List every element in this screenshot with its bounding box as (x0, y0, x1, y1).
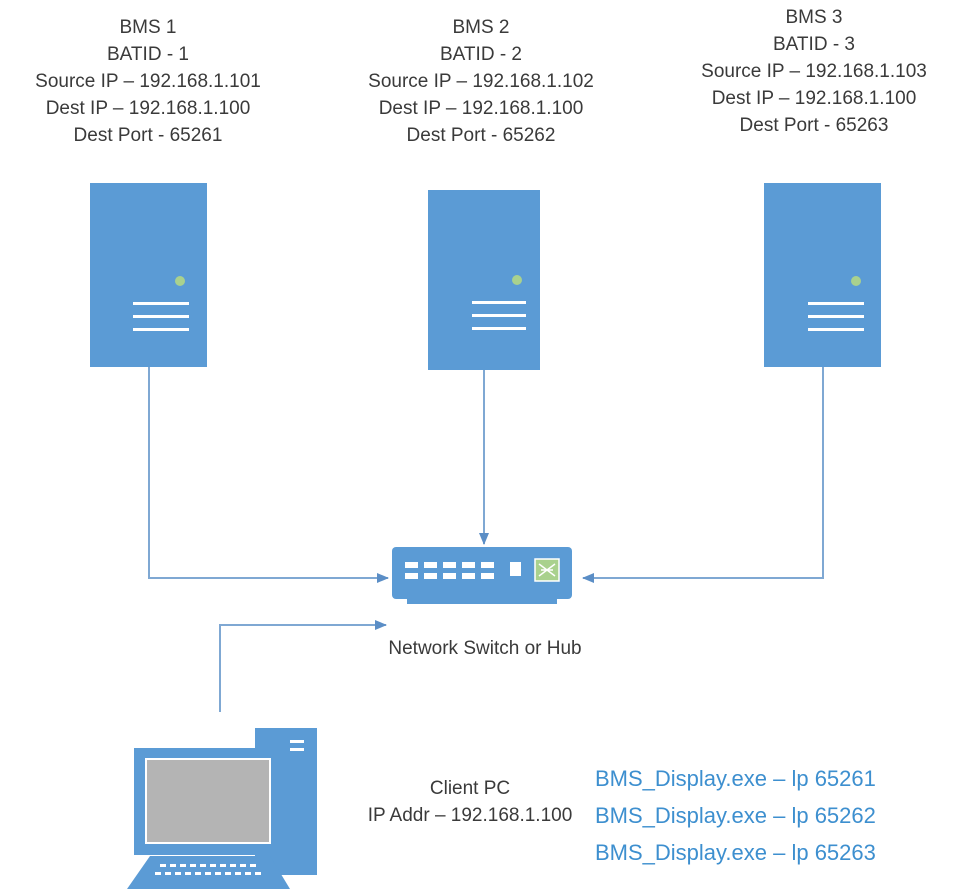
network-switch-icon (392, 547, 572, 604)
app-instance: BMS_Display.exe – lp 65262 (595, 803, 876, 828)
server-icon-bms2 (428, 190, 540, 370)
switch-label: Network Switch or Hub (330, 635, 640, 662)
app-instance: BMS_Display.exe – lp 65261 (595, 766, 876, 791)
server-source-ip: Source IP – 192.168.1.103 (701, 61, 927, 82)
client-pc-ip: IP Addr – 192.168.1.100 (367, 805, 573, 826)
server-label-bms3: BMS 3 BATID - 3 Source IP – 192.168.1.10… (666, 4, 962, 139)
client-pc-name: Client PC (429, 778, 511, 799)
switch-label-text: Network Switch or Hub (388, 638, 582, 659)
server-name: BMS 3 (785, 7, 843, 28)
link-client-to-switch (219, 620, 387, 712)
server-icon-bms1 (90, 183, 207, 367)
server-dest-port: Dest Port - 65261 (73, 125, 223, 146)
server-icon-bms3 (764, 183, 881, 367)
server-dest-ip: Dest IP – 192.168.1.100 (711, 88, 917, 109)
client-pc-icon (127, 728, 317, 889)
server-label-bms2: BMS 2 BATID - 2 Source IP – 192.168.1.10… (333, 14, 629, 149)
link-bms1-to-switch (148, 367, 389, 583)
server-source-ip: Source IP – 192.168.1.101 (35, 71, 261, 92)
server-dest-port: Dest Port - 65263 (739, 115, 889, 136)
app-instance-list: BMS_Display.exe – lp 65261 BMS_Display.e… (595, 760, 955, 871)
server-dest-ip: Dest IP – 192.168.1.100 (45, 98, 251, 119)
link-bms3-to-switch (582, 367, 824, 583)
server-label-bms1: BMS 1 BATID - 1 Source IP – 192.168.1.10… (0, 14, 296, 149)
server-source-ip: Source IP – 192.168.1.102 (368, 71, 594, 92)
server-batid: BATID - 3 (773, 34, 855, 55)
server-dest-ip: Dest IP – 192.168.1.100 (378, 98, 584, 119)
server-batid: BATID - 1 (107, 44, 189, 65)
app-instance: BMS_Display.exe – lp 65263 (595, 840, 876, 865)
server-batid: BATID - 2 (440, 44, 522, 65)
server-name: BMS 2 (452, 17, 510, 38)
server-name: BMS 1 (119, 17, 177, 38)
server-dest-port: Dest Port - 65262 (406, 125, 556, 146)
client-pc-label: Client PC IP Addr – 192.168.1.100 (320, 775, 620, 829)
